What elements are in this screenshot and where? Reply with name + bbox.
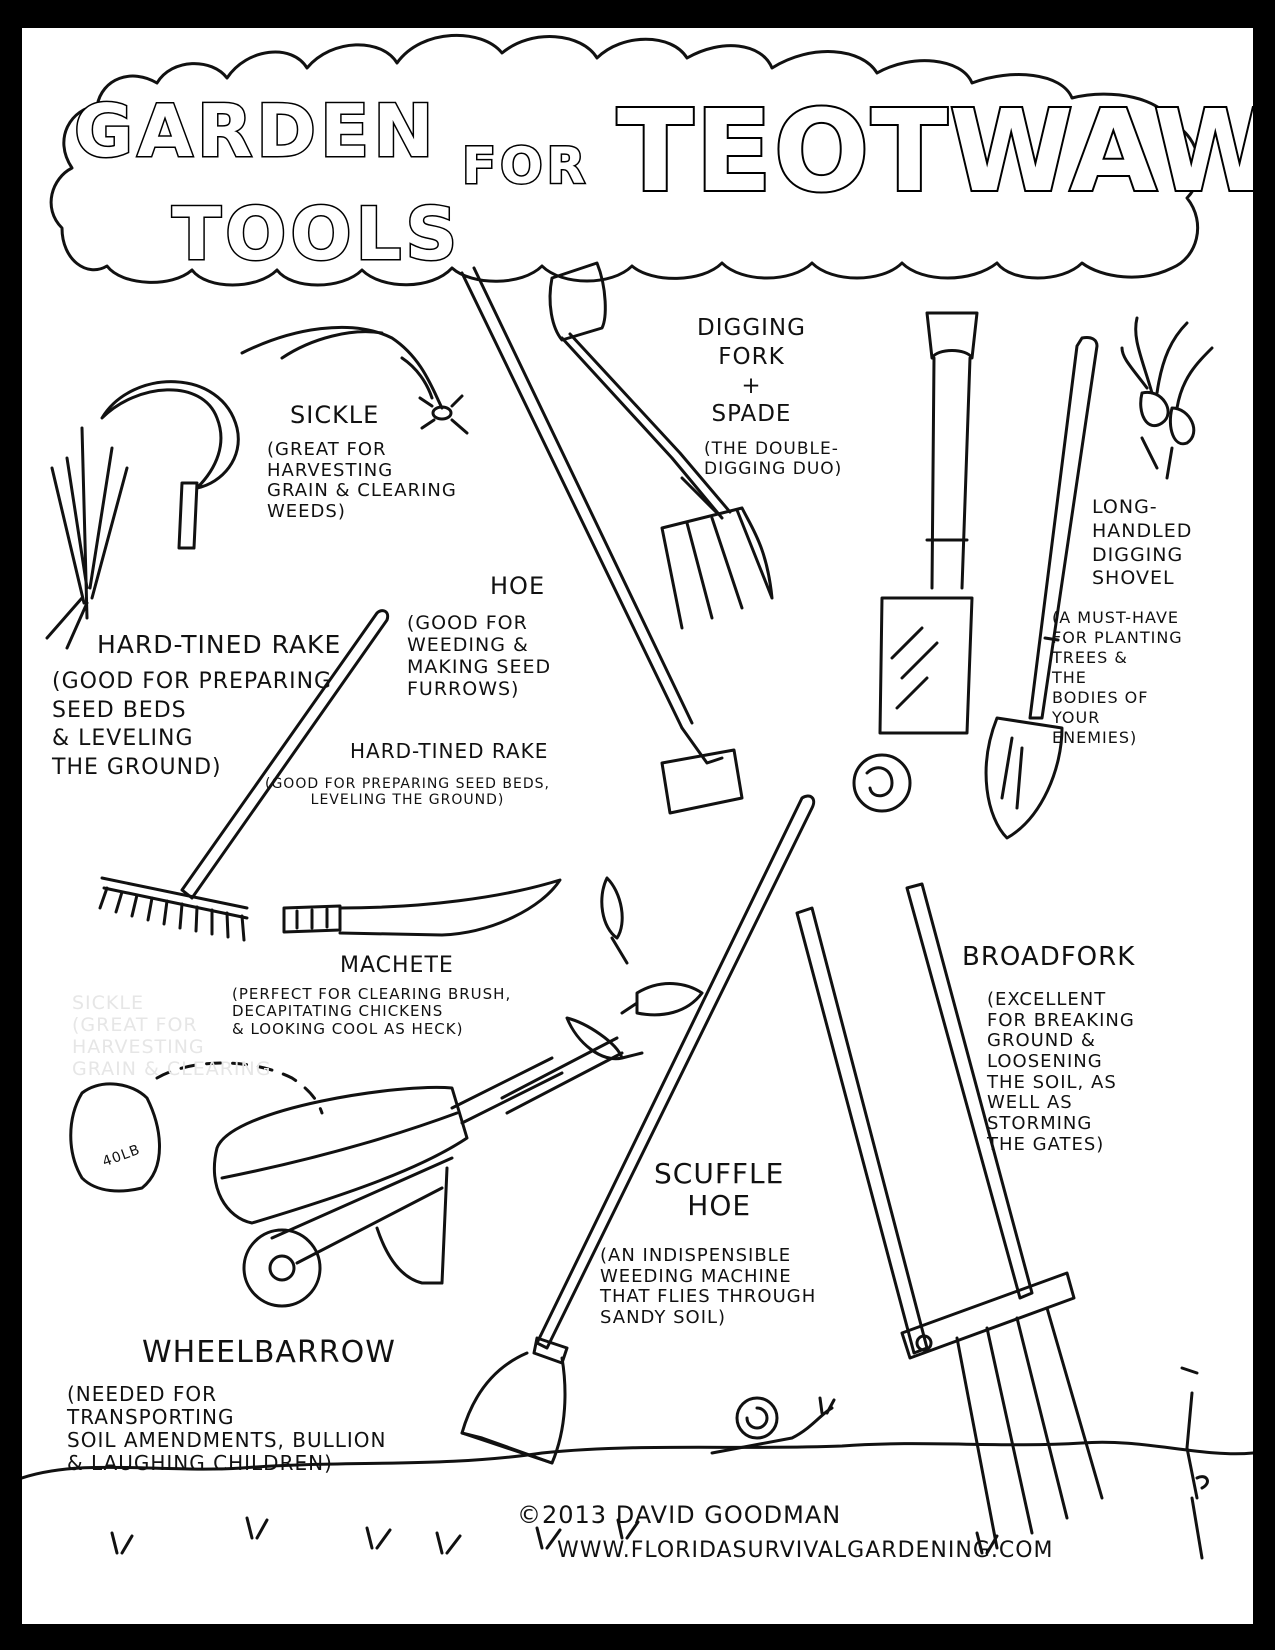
coloring-page: Garden Tools For TEOTWAWKI! Sickle (grea… xyxy=(22,28,1253,1624)
ground-line xyxy=(22,1440,1253,1480)
flower-drawing xyxy=(852,753,912,813)
scuffle-hoe-drawing xyxy=(460,794,816,1465)
scuffle-hoe-desc: (an indispensible weeding machine that f… xyxy=(600,1245,817,1329)
long-handled-shovel-drawing xyxy=(984,336,1099,840)
title-for: For xyxy=(460,136,590,196)
machete-desc: (perfect for clearing brush, decapitatin… xyxy=(232,985,512,1038)
machete-drawing xyxy=(282,878,562,937)
bug-icon xyxy=(418,394,469,435)
title-cloud xyxy=(49,33,1201,287)
website-link[interactable]: www.floridasurvivalgardening.com xyxy=(557,1538,1054,1563)
machete-name: Machete xyxy=(340,953,454,978)
shovel-desc: (a must-have for planting trees & the bo… xyxy=(1052,608,1183,747)
copyright: ©2013 David Goodman xyxy=(517,1501,842,1529)
digging-fork-drawing xyxy=(548,261,774,630)
wheelbarrow-drawing xyxy=(212,1036,624,1308)
wheelbarrow-name: Wheelbarrow xyxy=(142,1335,396,1370)
rake-drawing xyxy=(98,609,390,942)
digging-fork-spade-name: Digging Fork + Spade xyxy=(697,315,806,428)
feed-bag-drawing xyxy=(69,1082,161,1193)
ghost-sickle-text: Sickle (great for harvesting grain & cle… xyxy=(72,992,272,1080)
hoe-desc: (good for weeding & making seed furrows) xyxy=(407,612,552,700)
digging-fork-spade-desc: (the double- digging duo) xyxy=(704,439,843,479)
line-art xyxy=(22,33,1253,1560)
grass-tufts xyxy=(110,1516,999,1555)
grass-sprig xyxy=(240,325,444,410)
plant-sprigs xyxy=(1180,1366,1209,1560)
rake1-desc: (good for preparing seed beds & leveling… xyxy=(52,669,333,780)
snail-drawing xyxy=(710,1396,836,1455)
sickle-drawing xyxy=(45,380,240,650)
spade-drawing xyxy=(878,311,979,735)
broadfork-name: Broadfork xyxy=(962,942,1136,972)
shovel-name: Long- Handled Digging Shovel xyxy=(1092,496,1193,590)
sickle-desc: (great for harvesting grain & clearing w… xyxy=(267,439,457,523)
broadfork-desc: (Excellent for breaking ground & looseni… xyxy=(987,989,1135,1155)
rake2-desc: (good for preparing seed beds, leveling … xyxy=(265,776,550,809)
wheelbarrow-desc: (needed for transporting soil amendments… xyxy=(67,1382,387,1475)
rake2-name: Hard-Tined Rake xyxy=(350,739,549,763)
rake1-name: Hard-Tined Rake xyxy=(97,630,342,659)
scuffle-hoe-name: Scuffle Hoe xyxy=(654,1157,785,1223)
title-tools: Tools xyxy=(170,191,462,277)
broadfork-drawing xyxy=(795,882,1104,1550)
hoe-name: Hoe xyxy=(490,572,546,600)
dashed-arc xyxy=(155,1061,324,1115)
corn-pests-drawing xyxy=(565,876,704,1061)
title-garden: Garden xyxy=(72,88,438,174)
carrots-drawing xyxy=(1120,316,1214,480)
title-teotwawki: TEOTWAWKI! xyxy=(615,86,1253,219)
sickle-name: Sickle xyxy=(290,401,380,429)
hoe-drawing xyxy=(460,266,744,815)
